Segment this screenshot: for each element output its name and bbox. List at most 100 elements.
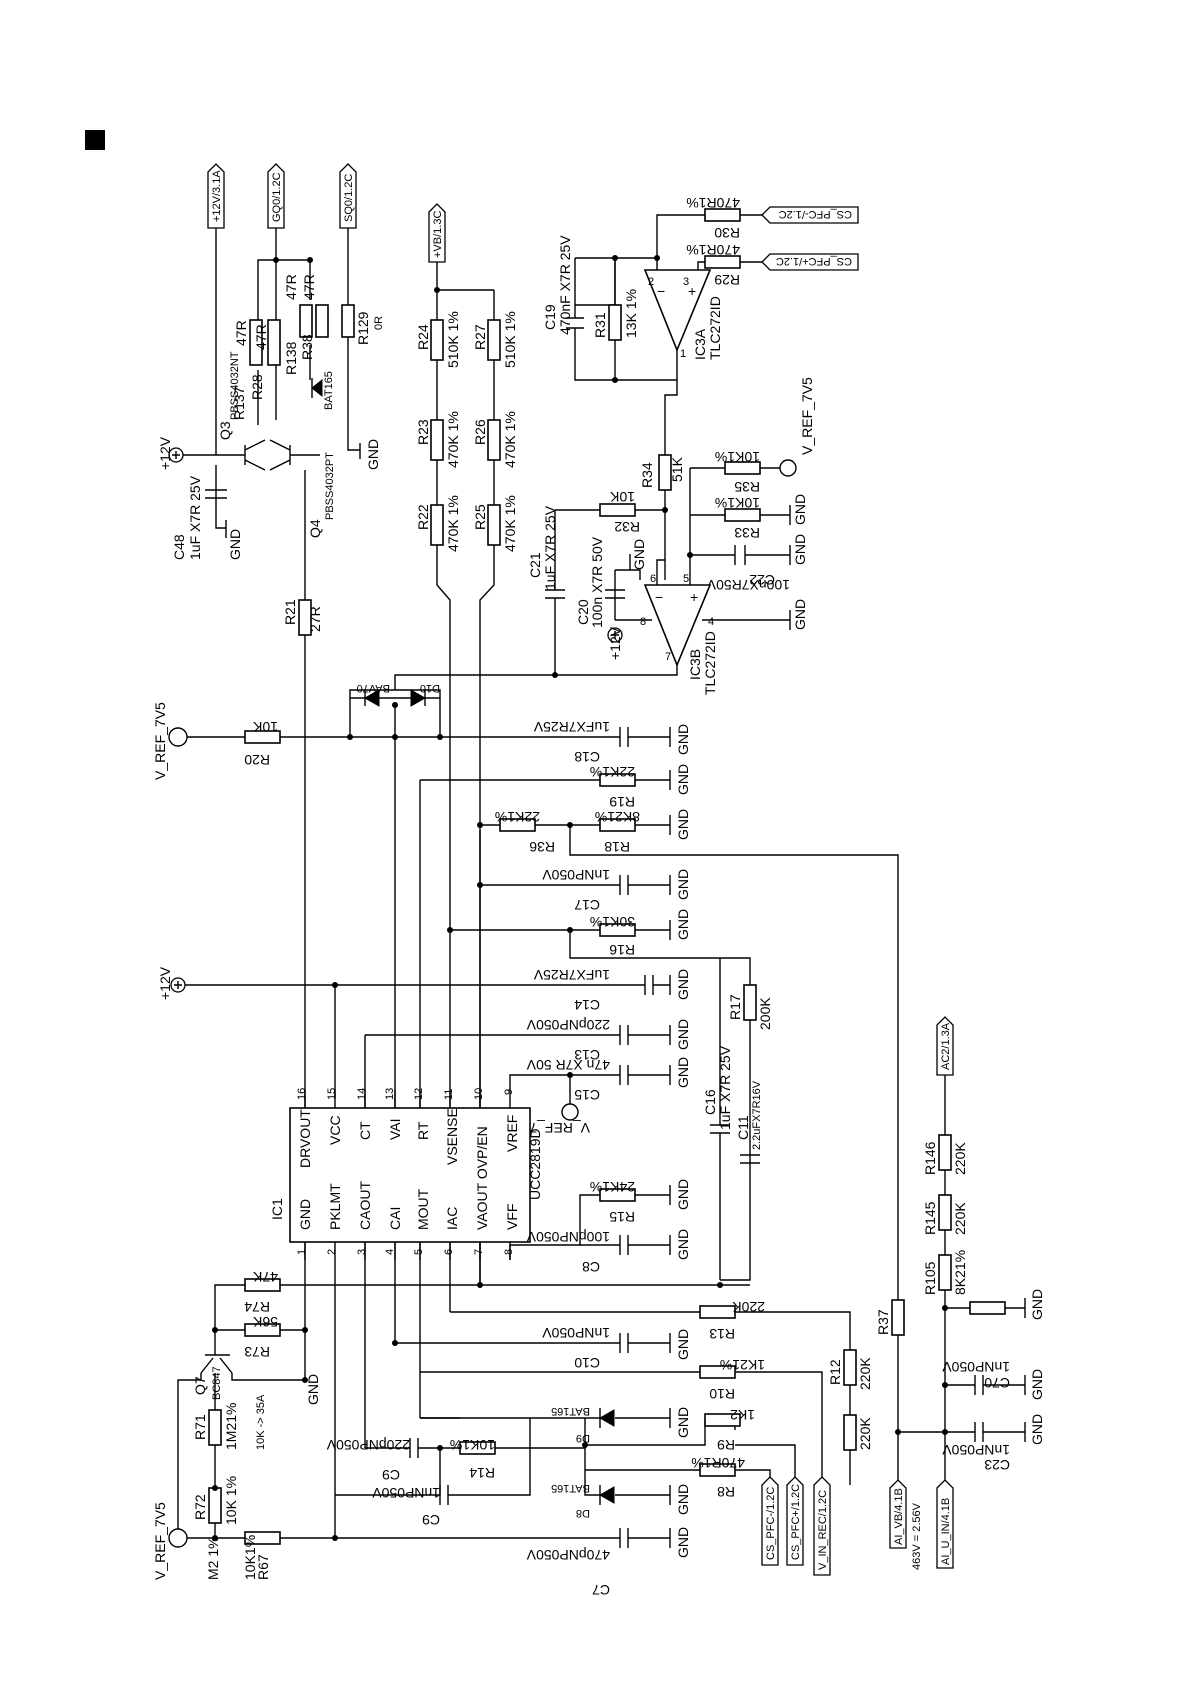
svg-text:510K 1%: 510K 1% xyxy=(445,311,461,368)
power-12v-top xyxy=(168,447,216,463)
svg-text:7: 7 xyxy=(473,1249,485,1255)
svg-text:VREF: VREF xyxy=(504,1115,520,1152)
svg-text:PKLMT: PKLMT xyxy=(327,1183,343,1230)
svg-text:GND: GND xyxy=(297,1199,313,1230)
svg-text:CS_PFC+/1.2C: CS_PFC+/1.2C xyxy=(776,255,852,267)
svg-text:1uFX7R25V: 1uFX7R25V xyxy=(533,719,610,735)
svg-text:R21: R21 xyxy=(282,599,298,625)
section-marker xyxy=(85,130,105,150)
svg-text:BAT165: BAT165 xyxy=(551,1405,590,1417)
svg-text:4: 4 xyxy=(384,1249,396,1255)
svg-text:CAOUT: CAOUT xyxy=(357,1181,373,1230)
svg-text:V_IN_REC/1.2C: V_IN_REC/1.2C xyxy=(817,1490,829,1570)
svg-text:1M21%: 1M21% xyxy=(223,1403,239,1450)
svg-text:R18: R18 xyxy=(604,839,630,855)
vref-symbol-ic xyxy=(561,1103,579,1121)
svg-text:GND: GND xyxy=(675,1484,691,1515)
resistor-r35 xyxy=(724,461,761,475)
svg-text:R29: R29 xyxy=(714,272,740,288)
svg-text:1uF X7R 25V: 1uF X7R 25V xyxy=(542,505,558,590)
resistor-r25 xyxy=(487,504,501,546)
svg-text:D10: D10 xyxy=(420,682,440,694)
svg-text:GND: GND xyxy=(227,529,243,560)
svg-text:D8: D8 xyxy=(576,1507,590,1519)
svg-text:GND: GND xyxy=(365,439,381,470)
svg-text:24K1%: 24K1% xyxy=(590,1179,635,1195)
svg-text:C18: C18 xyxy=(574,749,600,765)
svg-text:470R1%: 470R1% xyxy=(686,195,740,211)
resistor-r26 xyxy=(487,419,501,461)
opamp-ic3b: − + xyxy=(643,584,712,668)
svg-text:463V = 2.56V: 463V = 2.56V xyxy=(911,1502,923,1570)
svg-text:CS_PFC-/1.2C: CS_PFC-/1.2C xyxy=(779,208,852,220)
resistor-r9 xyxy=(704,1413,741,1427)
svg-text:PBSS4032NT: PBSS4032NT xyxy=(229,351,241,420)
svg-text:7: 7 xyxy=(665,651,671,663)
svg-text:R9: R9 xyxy=(717,1437,735,1453)
resistor-r38 xyxy=(315,304,329,338)
svg-text:C70: C70 xyxy=(984,1375,1010,1391)
svg-text:10K: 10K xyxy=(609,489,635,505)
svg-text:C19: C19 xyxy=(542,304,558,330)
svg-text:VFF: VFF xyxy=(504,1204,520,1230)
resistor-r19 xyxy=(599,773,636,787)
svg-text:R146: R146 xyxy=(922,1141,938,1175)
svg-text:DRVOUT: DRVOUT xyxy=(297,1109,313,1168)
svg-text:220K: 220K xyxy=(857,1417,873,1450)
svg-text:+VB/1.3C: +VB/1.3C xyxy=(432,211,444,258)
resistor-r23 xyxy=(430,419,444,461)
svg-text:CS_PFC+/1.2C: CS_PFC+/1.2C xyxy=(790,1484,802,1560)
svg-text:1K21%: 1K21% xyxy=(720,1357,765,1373)
resistor-r73 xyxy=(244,1323,281,1337)
resistor-r24 xyxy=(430,319,444,361)
svg-text:GND: GND xyxy=(675,869,691,900)
svg-text:V_REF_7V5: V_REF_7V5 xyxy=(799,377,815,455)
svg-text:BAV70: BAV70 xyxy=(357,682,390,694)
svg-text:47R: 47R xyxy=(283,274,299,300)
resistor-r28 xyxy=(267,319,281,366)
svg-text:470K 1%: 470K 1% xyxy=(445,411,461,468)
svg-text:+12V: +12V xyxy=(607,626,623,660)
svg-text:TLC272ID: TLC272ID xyxy=(707,296,723,360)
svg-text:2: 2 xyxy=(326,1249,338,1255)
svg-text:GND: GND xyxy=(675,1019,691,1050)
resistor-r8 xyxy=(699,1463,736,1477)
svg-text:220K: 220K xyxy=(952,1202,968,1235)
svg-text:R73: R73 xyxy=(244,1344,270,1360)
svg-text:R72: R72 xyxy=(192,1494,208,1520)
vref-symbol-bottom xyxy=(168,1528,188,1548)
net-flag-12v: +12V/3.1A xyxy=(207,163,225,229)
svg-text:R37: R37 xyxy=(875,1309,891,1335)
svg-text:16: 16 xyxy=(296,1088,308,1100)
svg-text:+12V/3.1A: +12V/3.1A xyxy=(211,170,223,222)
svg-text:BAT165: BAT165 xyxy=(551,1482,590,1494)
svg-text:GND: GND xyxy=(792,534,808,565)
svg-text:R17: R17 xyxy=(727,994,743,1020)
svg-text:BAT165: BAT165 xyxy=(323,371,335,410)
svg-text:GND: GND xyxy=(675,909,691,940)
net-flag-ac2: AC2/1.3A xyxy=(936,1016,954,1076)
svg-text:R33: R33 xyxy=(734,525,760,541)
svg-text:C15: C15 xyxy=(574,1087,600,1103)
svg-text:SQ0/1.2C: SQ0/1.2C xyxy=(343,174,355,222)
svg-text:CS_PFC-/1.2C: CS_PFC-/1.2C xyxy=(765,1487,777,1560)
svg-text:8K21%: 8K21% xyxy=(952,1250,968,1295)
svg-text:R16: R16 xyxy=(609,942,635,958)
svg-text:AI_VB/4.1B: AI_VB/4.1B xyxy=(893,1488,905,1545)
svg-text:V_REF_7V5: V_REF_7V5 xyxy=(152,702,168,780)
svg-text:R23: R23 xyxy=(415,419,431,445)
resistor-r36 xyxy=(499,818,536,832)
svg-text:1: 1 xyxy=(680,348,686,360)
svg-text:10: 10 xyxy=(473,1088,485,1100)
svg-text:C9: C9 xyxy=(422,1512,440,1528)
resistor-r10 xyxy=(699,1365,736,1379)
svg-text:C17: C17 xyxy=(574,897,600,913)
svg-text:GQ0/1.2C: GQ0/1.2C xyxy=(271,172,283,222)
svg-text:13: 13 xyxy=(384,1088,396,1100)
svg-text:510K 1%: 510K 1% xyxy=(502,311,518,368)
svg-text:R24: R24 xyxy=(415,324,431,350)
svg-text:GND: GND xyxy=(1029,1369,1045,1400)
svg-text:R8: R8 xyxy=(717,1484,735,1500)
svg-text:47R: 47R xyxy=(233,320,249,346)
resistor-r14 xyxy=(459,1441,496,1455)
